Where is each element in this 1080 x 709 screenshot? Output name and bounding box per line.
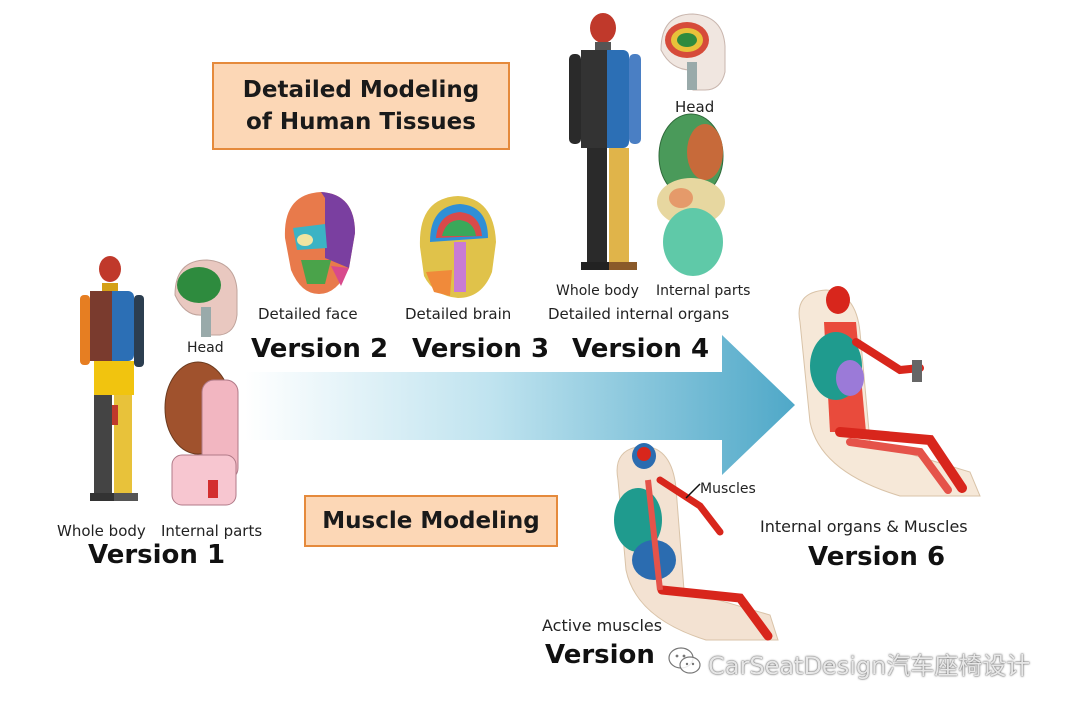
v4-whole-body-figure [569,13,641,270]
v4-head-label: Head [675,98,715,116]
v5-version-label: Version [545,640,655,670]
v6-caption: Internal organs & Muscles [760,517,968,536]
v5-seated-model [614,443,779,641]
v4-head-figure [660,13,726,91]
v3-caption: Detailed brain [405,305,512,323]
v3-version-label: Version 3 [412,334,550,364]
v3-brain-model [419,196,496,298]
v4-version-label: Version 4 [572,334,710,364]
v4-internal-parts-label: Internal parts [656,283,751,299]
v5-muscles-label: Muscles [700,481,756,497]
tissues-box-line1: Detailed Modeling [242,77,480,103]
watermark-text: CarSeatDesign汽车座椅设计 [708,652,1031,680]
v4-internal-organs-figure [657,113,725,276]
v1-internal-parts-figure [164,361,239,506]
v1-internal-parts-label: Internal parts [161,522,263,540]
tissues-box-line2: of Human Tissues [246,109,476,135]
v4-whole-body-label: Whole body [556,283,639,299]
muscle-modeling-box: Muscle Modeling [304,495,558,547]
v6-seated-model [798,286,981,497]
muscle-box-label: Muscle Modeling [322,508,540,534]
v1-whole-body-label: Whole body [57,522,146,540]
v6-version-label: Version 6 [808,542,946,572]
v2-version-label: Version 2 [251,334,389,364]
v1-head-figure [174,259,238,337]
v5-caption: Active muscles [542,616,663,635]
tissues-modeling-box: Detailed Modeling of Human Tissues [212,62,510,150]
v4-caption: Detailed internal organs [548,305,730,323]
wechat-icon [668,647,701,674]
v1-version-label: Version 1 [88,540,226,570]
v1-whole-body-figure [80,256,144,501]
v2-face-model [284,192,355,294]
v2-caption: Detailed face [258,305,358,323]
v1-head-label: Head [187,340,224,356]
